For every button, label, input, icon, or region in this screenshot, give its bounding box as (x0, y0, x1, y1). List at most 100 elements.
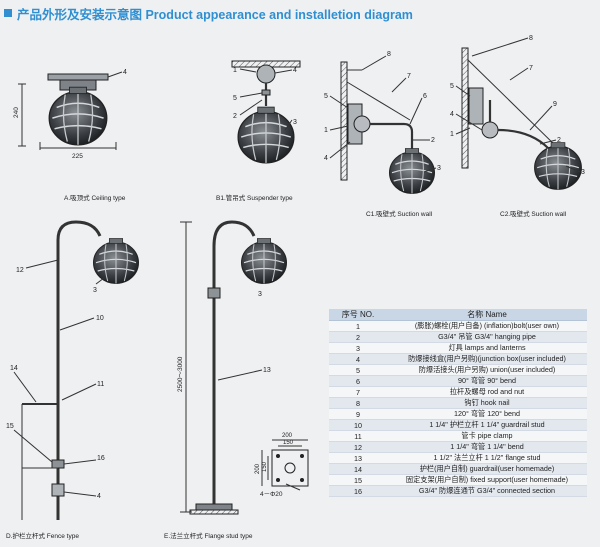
diagram-c1-suction-wall (329, 55, 437, 195)
header-no: 序号 NO. (329, 309, 387, 321)
callout-d-12: 12 (16, 267, 24, 274)
callout-c2-7: 7 (529, 65, 533, 72)
header-name: 名称 Name (387, 309, 587, 321)
callout-e-3: 3 (258, 291, 262, 298)
row-name: 1 1/4" 弯管 1 1/4" bend (387, 441, 587, 453)
row-no: 6 (329, 375, 387, 387)
callout-c2-4: 4 (450, 111, 454, 118)
row-no: 16 (329, 485, 387, 497)
callout-b1-4: 4 (293, 67, 297, 74)
row-no: 4 (329, 353, 387, 365)
diagram-b1-suspender (231, 60, 301, 164)
callout-e-13: 13 (263, 367, 271, 374)
diagram-e-flange-stud (180, 220, 309, 515)
callout-c2-5: 5 (450, 83, 454, 90)
callout-d-4: 4 (97, 493, 101, 500)
dim-e-150-side: 150 (262, 461, 268, 472)
row-no: 5 (329, 364, 387, 376)
title-square-icon (4, 9, 12, 17)
callout-d-16: 16 (97, 455, 105, 462)
row-no: 1 (329, 320, 387, 332)
dim-e-150-top: 150 (283, 440, 294, 446)
row-name: 护栏(用户自制) guardrail(user homemade) (387, 463, 587, 475)
row-no: 10 (329, 419, 387, 431)
row-no: 15 (329, 474, 387, 486)
callout-c1-1: 1 (324, 127, 328, 134)
row-name: 120° 弯管 120° bend (387, 408, 587, 420)
callout-d-15: 15 (6, 423, 14, 430)
callout-c1-7: 7 (407, 73, 411, 80)
row-name: 防爆接线盒(用户另购)(junction box(user included) (387, 353, 587, 365)
diagram-a-ceiling (18, 71, 123, 150)
row-name: 1 1/4" 护栏立杆 1 1/4" guardrail stud (387, 419, 587, 431)
row-no: 3 (329, 342, 387, 354)
diagram-c2-suction-wall (455, 37, 583, 191)
row-name: 1 1/2" 法兰立杆 1 1/2" flange stud (387, 452, 587, 464)
row-no: 14 (329, 463, 387, 475)
callout-c2-2: 2 (557, 137, 561, 144)
caption-a: A.吸顶式 Ceiling type (64, 193, 126, 202)
parts-table-header: 序号 NO. 名称 Name (329, 309, 587, 321)
callout-c1-4: 4 (324, 155, 328, 162)
row-name: G3/4" 防爆连通节 G3/4" connected section (387, 485, 587, 497)
row-name: 固定支架(用户自制) fixed support(user homemade) (387, 474, 587, 486)
row-no: 2 (329, 331, 387, 343)
row-no: 7 (329, 386, 387, 398)
row-name: G3/4" 吊管 G3/4" hanging pipe (387, 331, 587, 343)
callout-d-14: 14 (10, 365, 18, 372)
callout-c2-9: 9 (553, 101, 557, 108)
callout-b1-3: 3 (293, 119, 297, 126)
row-name: 灯具 lamps and lanterns (387, 342, 587, 354)
callout-c2-8: 8 (529, 35, 533, 42)
dim-e-height: 2500～3000 (177, 356, 184, 392)
callout-c1-2: 2 (431, 137, 435, 144)
callout-a-4: 4 (123, 69, 127, 76)
caption-b1: B1.管吊式 Suspender type (216, 193, 293, 202)
caption-c2: C2.吸壁式 Suction wall (500, 209, 567, 218)
caption-e: E.法兰立杆式 Flange stud type (164, 531, 253, 540)
callout-c2-1: 1 (450, 131, 454, 138)
callout-d-11: 11 (97, 381, 104, 388)
callout-b1-5: 5 (233, 95, 237, 102)
dim-a-height: 240 (13, 107, 20, 118)
row-name: 管卡 pipe clamp (387, 430, 587, 442)
table-row: 1(膨胀)螺栓(用户自备) (inflation)bolt(user own) (329, 320, 587, 332)
callout-c1-6: 6 (423, 93, 427, 100)
callout-c2-3: 3 (581, 169, 585, 176)
dim-e-200-top: 200 (282, 433, 293, 439)
page-title-text: 产品外形及安装示意图 Product appearance and instal… (17, 7, 413, 22)
row-no: 8 (329, 397, 387, 409)
row-name: 防爆活接头(用户另购) union(user included) (387, 364, 587, 376)
caption-c1: C1.吸壁式 Suction wall (366, 209, 433, 218)
diagram-d-fence (13, 220, 140, 520)
row-no: 11 (329, 430, 387, 442)
dim-e-holes: 4－Φ20 (260, 491, 283, 498)
row-name: (膨胀)螺栓(用户自备) (inflation)bolt(user own) (387, 320, 587, 332)
callout-d-10: 10 (96, 315, 104, 322)
row-no: 9 (329, 408, 387, 420)
row-no: 13 (329, 452, 387, 464)
callout-c1-8: 8 (387, 51, 391, 58)
callout-b1-2: 2 (233, 113, 237, 120)
row-name: 拉杆及螺母 rod and nut (387, 386, 587, 398)
callout-c1-3: 3 (437, 165, 441, 172)
parts-table: 序号 NO. 名称 Name 1(膨胀)螺栓(用户自备) (inflation)… (329, 309, 587, 497)
caption-d: D.护栏立杆式 Fence type (6, 531, 79, 540)
